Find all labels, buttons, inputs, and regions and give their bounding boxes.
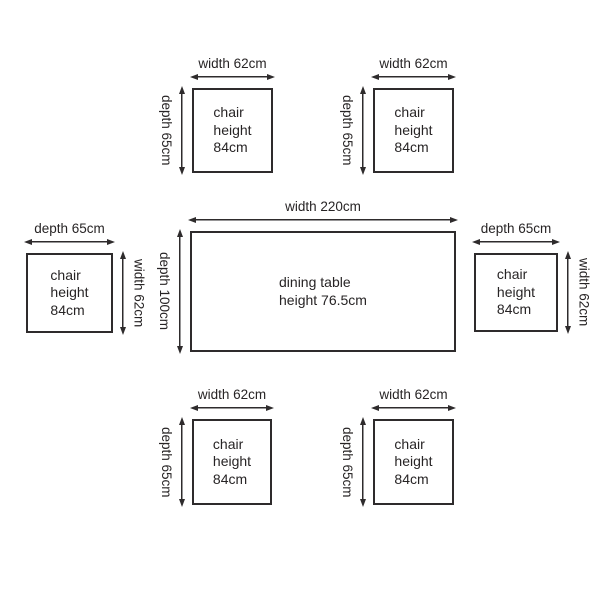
vertical-double-arrow [359,417,367,507]
vertical-double-arrow [359,86,367,175]
vertical-double-arrow [178,86,186,175]
chair-depth-dimension: depth 65cm [24,220,115,246]
chair-body-label: chair height 84cm [212,435,252,487]
table-width-label: width 220cm [285,198,361,214]
chair-width-label: width 62cm [198,55,267,71]
chair-width-label: width 62cm [197,386,267,402]
horizontal-double-arrow [188,216,458,224]
chair-top-left: width 62cm depth 65cm chair height 84cm [159,56,275,175]
chair-middle-right: depth 65cm width 62cm chair height 84cm [472,221,592,334]
chair-width-dimension: width 62cm [190,386,274,412]
vertical-double-arrow [178,417,186,507]
chair-body-label: chair height 84cm [394,435,433,487]
chair-body-label: chair height 84cm [50,266,89,318]
chair-depth-dimension: depth 65cm [159,417,186,507]
chair-outline: chair height 84cm [373,88,454,173]
horizontal-double-arrow [190,404,274,412]
chair-depth-label: depth 65cm [480,220,552,236]
chair-depth-dimension: depth 65cm [159,86,186,175]
chair-outline: chair height 84cm [192,88,273,173]
chair-top-right: width 62cm depth 65cm chair height 84cm [340,56,456,175]
table-outline: dining table height 76.5cm [190,231,456,352]
chair-width-label: width 62cm [131,258,147,328]
chair-width-label: width 62cm [379,55,448,71]
chair-width-dimension: width 62cm [371,386,456,412]
horizontal-double-arrow [190,73,275,81]
horizontal-double-arrow [472,238,560,246]
chair-width-dimension: width 62cm [119,251,147,335]
vertical-double-arrow [176,229,184,354]
chair-middle-left: depth 65cm width 62cm chair height 84cm [24,221,147,335]
chair-outline: chair height 84cm [192,419,272,505]
chair-outline: chair height 84cm [26,253,113,333]
chair-body-label: chair height 84cm [213,104,252,156]
chair-depth-dimension: depth 65cm [472,220,560,246]
horizontal-double-arrow [371,73,456,81]
chair-depth-dimension: depth 65cm [340,417,367,507]
chair-body-label: chair height 84cm [496,266,536,318]
horizontal-double-arrow [24,238,115,246]
chair-width-dimension: width 62cm [190,55,275,81]
chair-outline: chair height 84cm [474,253,558,332]
chair-bottom-right: width 62cm depth 65cm chair height 84cm [340,387,456,507]
chair-width-dimension: width 62cm [564,251,592,334]
chair-depth-label: depth 65cm [159,95,174,166]
chair-depth-label: depth 65cm [340,95,355,166]
dining-table: width 220cm depth 100cm dining table hei… [157,199,458,354]
vertical-double-arrow [564,251,572,334]
chair-depth-label: depth 65cm [340,426,355,498]
vertical-double-arrow [119,251,127,335]
chair-body-label: chair height 84cm [394,104,433,156]
chair-depth-label: depth 65cm [159,426,174,498]
horizontal-double-arrow [371,404,456,412]
chair-width-dimension: width 62cm [371,55,456,81]
table-width-dimension: width 220cm [188,198,458,224]
chair-depth-dimension: depth 65cm [340,86,367,175]
chair-width-label: width 62cm [379,386,448,402]
chair-bottom-left: width 62cm depth 65cm chair height 84cm [159,387,274,507]
chair-depth-label: depth 65cm [34,220,105,236]
table-depth-label: depth 100cm [157,252,172,331]
table-body-label: dining table height 76.5cm [279,274,367,308]
table-depth-dimension: depth 100cm [157,229,184,354]
chair-width-label: width 62cm [576,258,592,327]
chair-outline: chair height 84cm [373,419,454,505]
